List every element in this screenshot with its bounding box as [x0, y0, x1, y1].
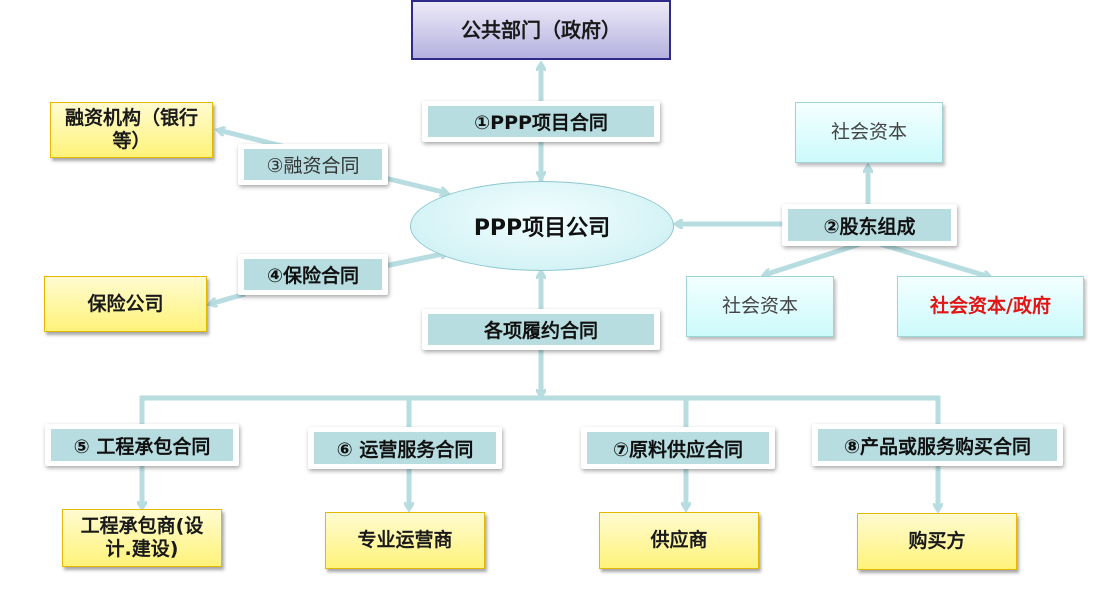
- social-capital-left-node: 社会资本: [686, 276, 834, 337]
- performance-contracts-label: 各项履约合同: [422, 309, 660, 350]
- insurance-label: 保险公司: [87, 292, 164, 315]
- ppp-project-company-node: PPP项目公司: [410, 181, 674, 271]
- insurance-contract-label: ④保险合同: [238, 254, 388, 295]
- arrow-financing-to-center: [384, 175, 447, 193]
- shareholders-label: ②股东组成: [782, 204, 957, 246]
- government-label: 公共部门（政府）: [461, 18, 621, 42]
- financing-label: 融资机构（银行等）: [64, 107, 198, 152]
- branch-bus: [139, 395, 941, 426]
- contractor-node: 工程承包商(设计.建设): [62, 509, 222, 567]
- purchase-contract-label: ⑧产品或服务购买合同: [812, 424, 1063, 466]
- arrow-to-social-capital-gov: [879, 241, 990, 277]
- arrow-to-insurance: [210, 291, 246, 304]
- social-capital-gov-node: 社会资本/政府: [897, 276, 1084, 337]
- arrow-to-social-capital-left: [764, 241, 861, 275]
- social-capital-top-node: 社会资本: [795, 102, 943, 163]
- operation-contract-label: ⑥ 运营服务合同: [308, 427, 502, 469]
- operator-node: 专业运营商: [325, 512, 485, 569]
- financing-contract-label: ③融资合同: [238, 144, 388, 185]
- insurance-node: 保险公司: [44, 276, 207, 332]
- financing-node: 融资机构（银行等）: [50, 102, 213, 158]
- supplier-node: 供应商: [599, 512, 759, 569]
- arrow-insurance-to-center: [384, 253, 447, 269]
- engineering-contract-label: ⑤ 工程承包合同: [45, 424, 239, 466]
- ppp-contract-label: ①PPP项目合同: [422, 101, 660, 142]
- government-node: 公共部门（政府）: [411, 0, 671, 60]
- center-label: PPP项目公司: [473, 216, 611, 241]
- buyer-node: 购买方: [857, 513, 1017, 570]
- supply-contract-label: ⑦原料供应合同: [581, 427, 775, 469]
